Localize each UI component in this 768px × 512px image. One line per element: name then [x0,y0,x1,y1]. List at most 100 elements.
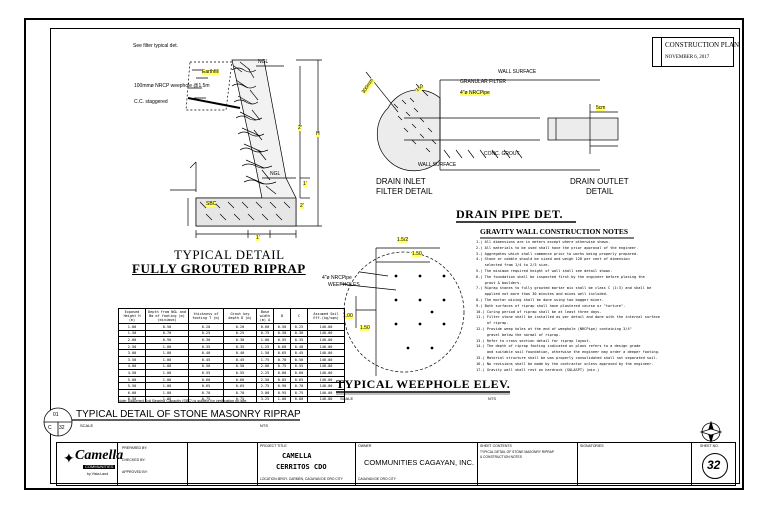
weep-dim-4: 1.50 [360,325,370,331]
signatories-header: SIGNATORIES [580,444,604,448]
note-item: gravel below the normal of riprap. [476,332,561,337]
owner-cell: OWNER COMMUNITIES CAGAYAN, INC. CAGAYAN … [355,443,474,485]
bubble-right: 32 [59,425,65,431]
table-cell: 0.85 [273,375,291,384]
table-cell: 0.70 [273,355,291,364]
table-cell: 140.00 [307,323,345,331]
drain-conc: CONC. GROUT [484,151,520,157]
table-cell: 0.60 [273,342,291,351]
weephole-drawing [339,247,465,376]
dim-2b: 2' [300,203,304,209]
weephole-dots [394,274,446,350]
table-cell: 2.00 [256,362,274,371]
table-cell: 140.00 [307,375,345,384]
weephole-scale-value: NTS [488,396,496,401]
table-header-cell: Exposed Height H (m) [118,308,146,324]
checked-label: CHECKED BY: [122,458,146,462]
table-cell: 1.00 [145,342,189,351]
table-header-cell: Depth from NGL and Bm of footing (m) (mi… [145,308,189,324]
table-cell: 1.50 [118,329,146,338]
note-item: applied not more than 30 minutes and mix… [476,292,608,297]
table-cell: 0.50 [273,323,291,331]
table-cell: 0.75 [273,362,291,371]
table-cell: 0.70 [223,388,257,397]
table-cell: 3.00 [118,349,146,357]
table-cell: 0.75 [256,329,274,338]
table-cell: 1.00 [256,336,274,344]
sheet-number-circle: 32 [702,453,728,479]
note-item: 8.) The mortar mixing shall be done usin… [476,297,604,302]
signatories-cell: SIGNATORIES [577,443,604,485]
table-cell: 2.25 [256,369,274,377]
table-cell: 0.25 [223,329,257,338]
sheet-number: 32 [707,458,721,472]
sheet-number-header: SHEET NO. [700,444,719,448]
table-cell: 0.30 [290,329,308,338]
table-cell: 0.70 [290,382,308,390]
table-cell: 1.50 [256,349,274,357]
signatory-col-2 [187,443,188,485]
outer-border [24,18,744,490]
plan-stamp: CONSTRUCTION PLAN NOVEMBER 6, 2017 [652,37,739,67]
notes-list: 1.) All dimensions are in meters except … [476,240,726,373]
table-cell: 0.95 [273,388,291,397]
sheet-contents-1: TYPICAL DETAIL OF STONE MASONRY RIPRAP [480,450,555,454]
table-cell: 0.70 [188,388,224,397]
table-cell: 0.30 [223,336,257,344]
note-item: 10.) Curing period of riprap shall be at… [476,309,602,314]
sheet-number-cell: SHEET NO. 32 [691,443,728,485]
sheet-contents-header: SHEET CONTENTS [480,444,512,448]
north-arrow-icon [699,420,723,444]
riprap-section [170,59,322,238]
table-cell: 0.35 [223,342,257,351]
logo-text: Camella [75,448,124,463]
table-cell: 5.00 [118,375,146,384]
table-header-cell: Base width (m) A [256,308,274,324]
note-item: 14.) The depth of riprap footing indicat… [476,344,641,349]
signatory-cells: PREPARED BY: CHECKED BY: APPROVED BY: [117,443,148,485]
table-cell: 0.80 [290,395,308,404]
plan-stamp-side [653,38,662,66]
inner-border [50,28,740,484]
owner-name: COMMUNITIES CAGAYAN, INC. [364,458,475,467]
bubble-number: 01 [53,412,59,418]
callout-weephole: 100mmø NRCP weephole @1.5m [134,83,210,89]
logo-tag: by Vista Land [87,472,109,476]
drain-dim-5: 5cm [596,105,606,111]
table-cell: 2.00 [118,336,146,344]
table-cell: 140.00 [307,329,345,338]
table-cell: 0.90 [273,382,291,390]
dim-1: 1' [303,181,307,187]
callout-filter: See filter typical det. [133,43,179,49]
table-cell: 0.80 [273,369,291,377]
table-cell: 140.00 [307,349,345,357]
bubble-left: C [48,425,52,431]
table-header-row: Exposed Height H (m) Depth from NGL and … [118,308,345,324]
table-cell: 140.00 [307,355,345,364]
plan-title: CONSTRUCTION PLAN [665,41,740,49]
table-cell: 1.00 [273,395,291,404]
drain-wall-surface: WALL SURFACE [498,69,537,75]
drain-outlet-title-1: DRAIN OUTLET [570,177,629,186]
table-cell: 6.00 [118,388,146,397]
table-header-cell: C [290,308,308,324]
table-cell: 1.25 [256,342,274,351]
weep-dim-3: 1.00 [343,313,353,319]
table-cell: 140.00 [307,336,345,344]
note-item: grout & boulders. [476,280,522,285]
table-header-cell: Assumed Soil Eff.(kg/sqm) [307,308,345,324]
table-cell: 3.00 [256,388,274,397]
weep-dim-2: 1.50 [412,251,422,257]
table-cell: 0.65 [223,382,257,390]
table-cell: 0.25 [188,329,224,338]
table-cell: 0.90 [145,336,189,344]
table-cell: 2.75 [256,382,274,390]
note-item: 1.) All dimensions are in meters except … [476,240,611,244]
table-cell: 0.40 [223,349,257,357]
table-cell: 1.00 [145,382,189,390]
